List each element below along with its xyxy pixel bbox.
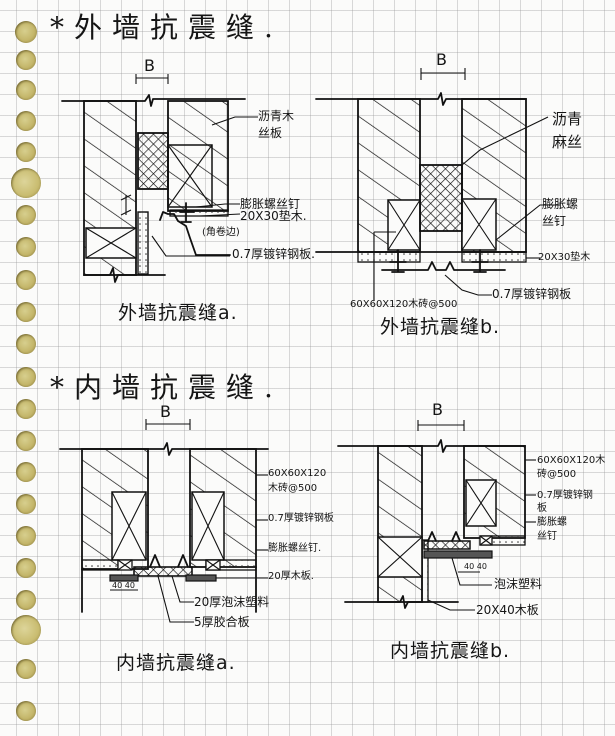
binder-hole (16, 701, 36, 721)
binder-hole (16, 367, 36, 387)
label-wood-board: 20厚木板. (268, 571, 314, 582)
binder-hole (16, 431, 36, 451)
dimension-b: B (160, 402, 171, 421)
diagram-inner-a (59, 419, 269, 623)
binder-hole (15, 21, 37, 43)
label-asphalt-hemp: 沥青 麻丝 (552, 110, 583, 151)
binder-hole (16, 494, 36, 514)
heading-outer-wall-joint: *外墙抗震缝. (50, 11, 283, 44)
label-galvanized-plate: 0.7厚镀锌钢 板 (537, 490, 593, 514)
binder-hole (16, 50, 36, 70)
label-galvanized-plate: 0.7厚镀锌钢板 (268, 513, 334, 524)
binder-hole (16, 590, 36, 610)
label-galvanized-plate: 0.7厚镀锌钢板. (232, 247, 315, 261)
binder-hole (16, 334, 36, 354)
label-plywood: 5厚胶合板 (194, 615, 250, 629)
binder-hole (16, 205, 36, 225)
diagram-outer-b (315, 68, 560, 300)
binder-hole (16, 399, 36, 419)
label-foam-plastic: 泡沫塑料 (494, 577, 543, 591)
binder-hole (16, 237, 36, 257)
binder-hole (16, 659, 36, 679)
label-small-dims: 40 40 (464, 562, 487, 571)
label-expansion-screw: 膨胀螺 丝钉 (537, 517, 567, 542)
binder-hole (11, 168, 41, 198)
binder-hole (16, 526, 36, 546)
dimension-b: B (144, 56, 155, 75)
binder-hole (16, 80, 36, 100)
label-wood-brick: 60X60X120 木砖@500 (268, 468, 327, 494)
label-wood-brick: 60X60X120木 砖@500 (537, 455, 606, 480)
label-asphalt-wood-board: 沥青木 丝板 (258, 109, 295, 140)
caption-outer-a: 外墙抗震缝a. (118, 302, 238, 324)
label-wood-brick: 60X60X120木砖@500 (350, 299, 458, 310)
binder-hole (16, 270, 36, 290)
diagram-outer-a (61, 74, 258, 283)
caption-inner-a: 内墙抗震缝a. (116, 652, 236, 674)
label-expansion-screw: 膨胀螺丝钉. (268, 543, 322, 554)
label-edge-note: (角卷边) (202, 227, 240, 238)
binder-hole (16, 462, 36, 482)
label-wood-pad: 20X30垫木 (538, 252, 591, 263)
caption-outer-b: 外墙抗震缝b. (380, 316, 501, 338)
binder-hole (11, 615, 41, 645)
label-wood-board: 20X40木板 (476, 603, 539, 617)
heading-inner-wall-joint: *内墙抗震缝. (50, 371, 283, 404)
caption-inner-b: 内墙抗震缝b. (390, 640, 511, 662)
dimension-b: B (432, 400, 443, 419)
binder-hole (16, 142, 36, 162)
binder-hole (16, 302, 36, 322)
diagram-inner-b (337, 420, 536, 611)
label-expansion-screw: 膨胀螺 丝钉 (542, 197, 579, 228)
label-expansion-screw: 膨胀螺丝钉 (240, 197, 301, 211)
binder-hole (16, 558, 36, 578)
label-wood-pad: 20X30垫木. (240, 209, 307, 223)
label-galvanized-plate: 0.7厚镀锌钢板 (492, 287, 572, 301)
label-foam-plastic: 20厚泡沫塑料 (194, 595, 270, 609)
binder-hole (16, 111, 36, 131)
dimension-b: B (436, 50, 447, 69)
label-small-dims: 40 40 (112, 581, 135, 590)
